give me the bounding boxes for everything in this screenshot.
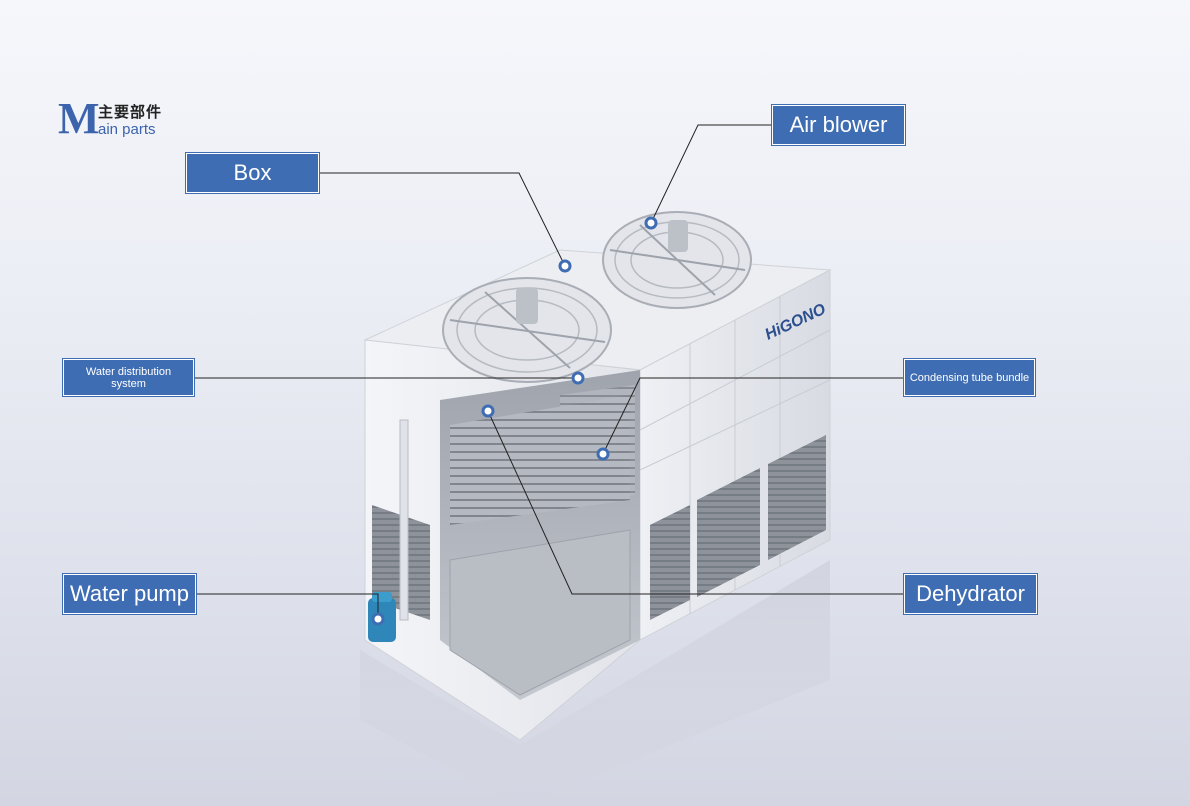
leader-dehydrator bbox=[487, 410, 903, 595]
marker-water-pump bbox=[371, 612, 385, 626]
leader-box bbox=[318, 172, 566, 267]
label-dehydrator: Dehydrator bbox=[904, 574, 1037, 614]
marker-air-blower bbox=[644, 216, 658, 230]
basin bbox=[449, 529, 631, 696]
side-louver-3 bbox=[768, 435, 826, 560]
label-air-blower: Air blower bbox=[772, 105, 905, 145]
main-parts-logo: M 主要部件 ain parts bbox=[58, 97, 218, 141]
fan-rear bbox=[602, 211, 752, 309]
logo-letter: M bbox=[58, 94, 100, 143]
side-louver-1 bbox=[650, 505, 690, 620]
marker-box bbox=[558, 259, 572, 273]
floor-reflection bbox=[360, 560, 830, 806]
marker-condensing-tube bbox=[596, 447, 610, 461]
leader-water-pump bbox=[195, 593, 379, 619]
label-condensing-tube: Condensing tube bundle bbox=[904, 359, 1035, 396]
coil-bank-side bbox=[560, 385, 635, 505]
marker-water-distribution bbox=[571, 371, 585, 385]
label-water-pump: Water pump bbox=[63, 574, 196, 614]
leader-lines bbox=[195, 124, 904, 619]
marker-dehydrator bbox=[481, 404, 495, 418]
fan-front bbox=[442, 277, 612, 383]
logo-chinese-text: 主要部件 bbox=[98, 104, 163, 121]
label-water-distribution: Water distribution system bbox=[63, 359, 194, 396]
markers bbox=[371, 216, 658, 626]
leader-condensing-tube bbox=[602, 377, 904, 455]
label-box: Box bbox=[186, 153, 319, 193]
leader-air-blower bbox=[650, 124, 772, 224]
logo-english-text: ain parts bbox=[98, 121, 156, 138]
riser-pipe bbox=[399, 419, 409, 621]
side-louver-2 bbox=[697, 468, 760, 597]
